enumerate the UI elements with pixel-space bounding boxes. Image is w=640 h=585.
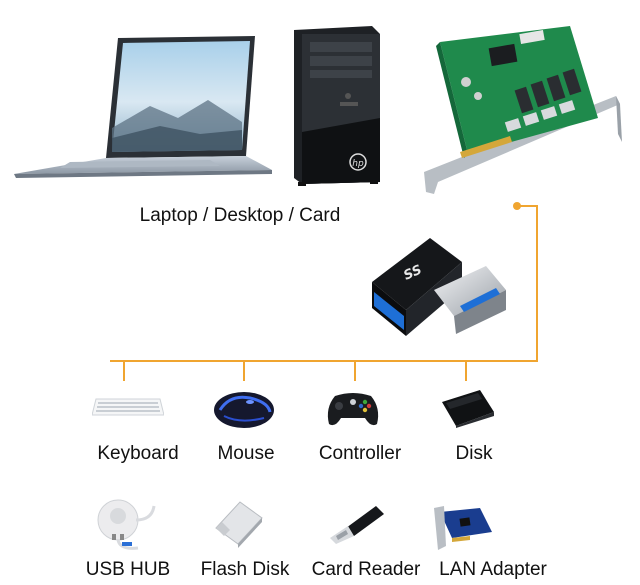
device-label-usb-hub: USB HUB — [85, 559, 171, 580]
host-caption: Laptop / Desktop / Card — [139, 205, 341, 226]
usb-angle-adapter-image: SS — [372, 238, 506, 336]
device-label-keyboard: Keyboard — [97, 443, 179, 464]
device-label-mouse: Mouse — [217, 443, 275, 464]
lan-adapter-image — [434, 506, 492, 550]
connection-dot — [513, 202, 521, 210]
device-label-disk: Disk — [455, 443, 493, 464]
pcie-usb-card-image — [424, 26, 622, 194]
device-label-card-reader: Card Reader — [311, 559, 421, 580]
card-reader-image — [330, 506, 384, 544]
keyboard-image — [92, 398, 164, 416]
device-label-lan-adapter: LAN Adapter — [439, 559, 547, 580]
controller-image — [327, 393, 379, 426]
laptop-image — [14, 36, 272, 178]
device-label-controller: Controller — [318, 443, 402, 464]
device-label-flash-disk: Flash Disk — [200, 559, 290, 580]
ss-text: SS — [402, 263, 425, 284]
usb-hub-image — [97, 499, 156, 550]
flash-disk-image — [215, 501, 263, 548]
mouse-image — [214, 392, 274, 428]
disk-image — [442, 390, 494, 428]
hp-logo-text: hp — [352, 159, 364, 169]
desktop-tower-image: hp — [294, 26, 380, 186]
